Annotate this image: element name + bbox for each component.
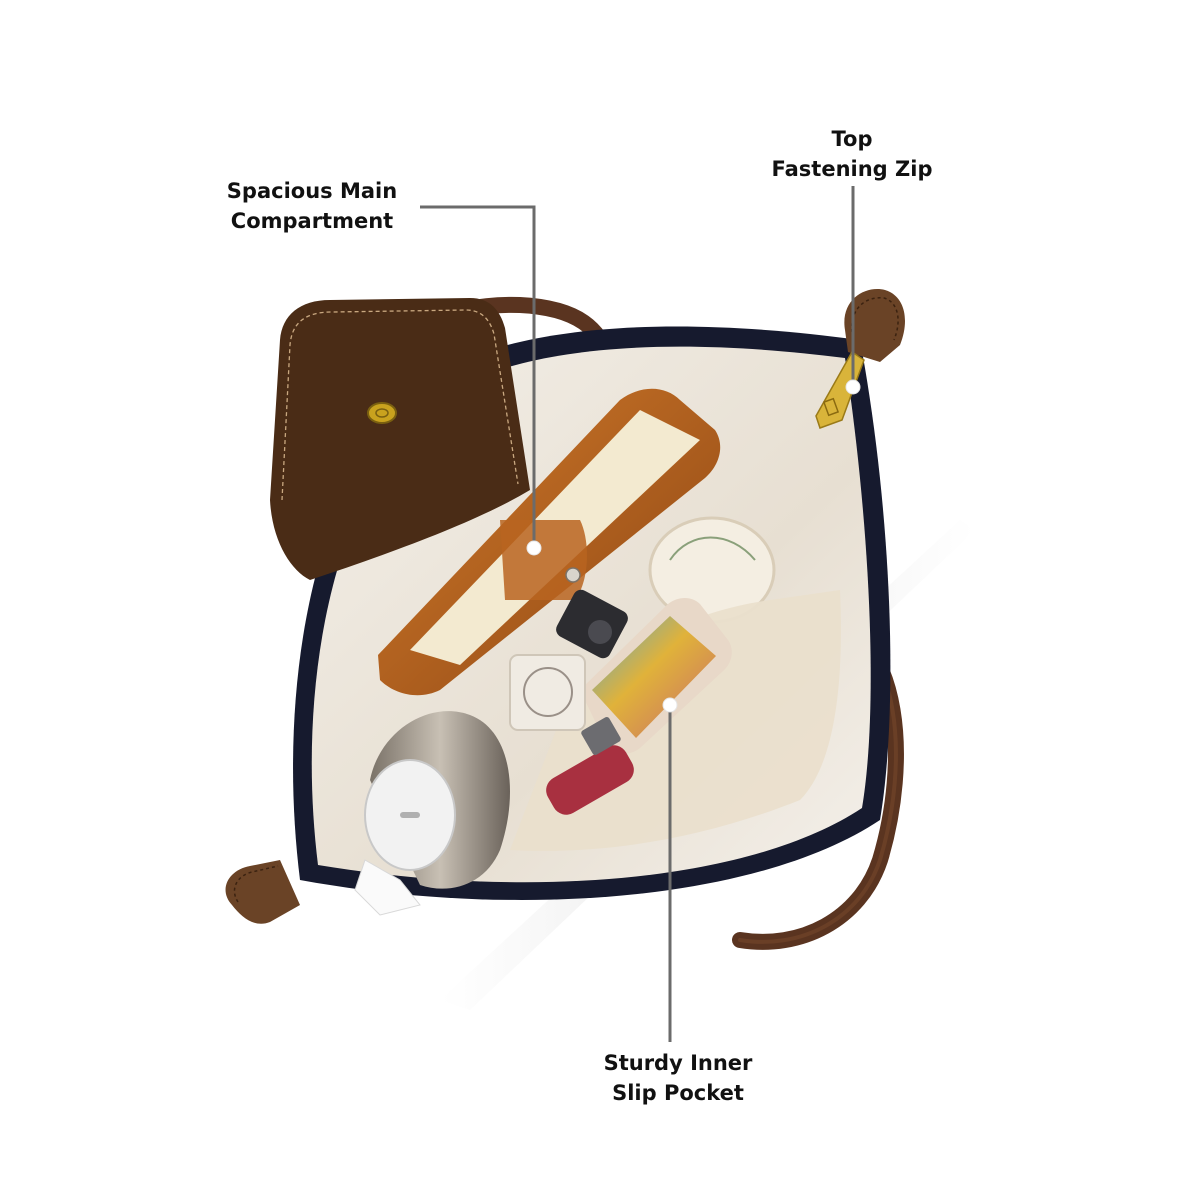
callout-label-line: Sturdy Inner: [603, 1051, 753, 1075]
callout-label-line: Compartment: [230, 209, 394, 233]
smartphone: [580, 598, 732, 754]
callout-label-line: Fastening Zip: [771, 157, 933, 181]
callout-label-line: Slip Pocket: [612, 1081, 744, 1105]
callout-dot-top-zip: [845, 379, 861, 395]
tissue: [354, 859, 421, 916]
lipstick: [546, 716, 634, 815]
callout-line-inner-pocket: [662, 697, 678, 1042]
callout-dot-inner-pocket: [662, 697, 678, 713]
small-device: [509, 589, 628, 731]
thermos-bottle: [364, 711, 510, 889]
callout-line-top-zip: [845, 186, 861, 395]
callout-label-inner-pocket: Sturdy Inner Slip Pocket: [588, 1048, 768, 1108]
leather-tab-left: [225, 860, 300, 924]
notebook: [378, 388, 721, 696]
callout-label-top-zip: Top Fastening Zip: [752, 124, 952, 184]
callout-dot-main-compartment: [526, 540, 542, 556]
leather-flap: [270, 298, 530, 580]
callout-line-main-compartment: [420, 205, 542, 556]
callout-label-line: Spacious Main: [226, 179, 398, 203]
leather-tab-right: [844, 289, 905, 362]
callout-label-line: Top: [831, 127, 873, 151]
callout-label-main-compartment: Spacious Main Compartment: [212, 176, 412, 236]
